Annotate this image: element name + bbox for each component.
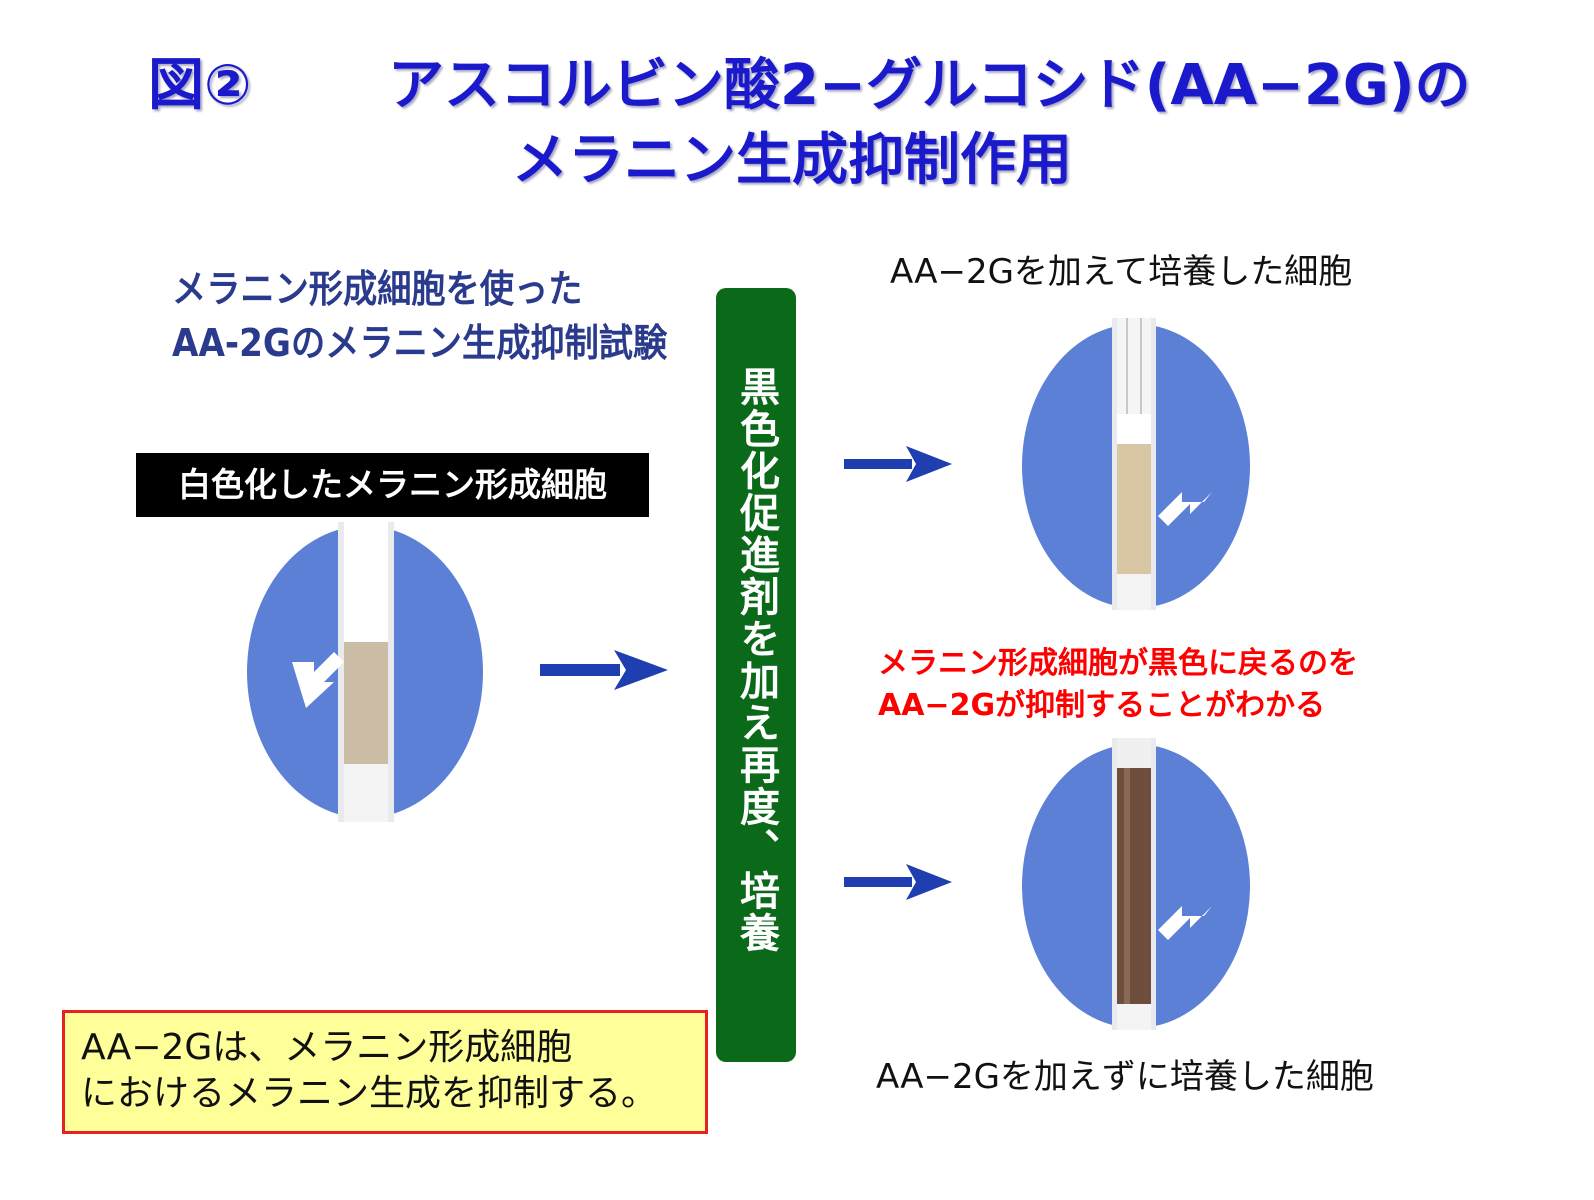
white-pointer-arrow-icon bbox=[292, 652, 344, 708]
process-bar-text: 黒色化促進剤を加え再度、培養 bbox=[733, 366, 779, 954]
page-title-line2: メラニン生成抑制作用 bbox=[512, 128, 1072, 193]
with-aa2g-dish bbox=[1022, 318, 1250, 610]
page-title-line1: アスコルビン酸2−グルコシド(AA−2G)の bbox=[388, 53, 1471, 118]
right-arrow-icon bbox=[844, 864, 952, 900]
subtitle-line2: AA-2Gのメラニン生成抑制試験 bbox=[172, 321, 668, 365]
with-aa2g-caption: AA−2Gを加えて培養した細胞 bbox=[890, 252, 1353, 292]
without-aa2g-dish bbox=[1022, 738, 1250, 1030]
conclusion-line1: AA−2Gは、メラニン形成細胞 bbox=[81, 1027, 573, 1068]
finding-line1: メラニン形成細胞が黒色に戻るのを bbox=[878, 646, 1358, 681]
conclusion-box: AA−2Gは、メラニン形成細胞 におけるメラニン生成を抑制する。 bbox=[62, 1010, 708, 1134]
whitened-cells-label: 白色化したメラニン形成細胞 bbox=[136, 453, 649, 517]
right-arrow-icon bbox=[540, 650, 668, 690]
subtitle-line1: メラニン形成細胞を使った bbox=[172, 267, 583, 311]
without-aa2g-caption: AA−2Gを加えずに培養した細胞 bbox=[876, 1057, 1374, 1097]
conclusion-line2: におけるメラニン生成を抑制する。 bbox=[81, 1073, 658, 1114]
white-pointer-arrow-icon bbox=[1158, 906, 1212, 940]
figure-number: 図② bbox=[148, 53, 252, 118]
right-arrow-icon bbox=[844, 446, 952, 482]
white-pointer-arrow-icon bbox=[1158, 492, 1212, 526]
process-bar: 黒色化促進剤を加え再度、培養 bbox=[716, 288, 796, 1062]
whitened-cells-dish bbox=[247, 522, 483, 822]
finding-line2: AA−2Gが抑制することがわかる bbox=[878, 688, 1326, 723]
